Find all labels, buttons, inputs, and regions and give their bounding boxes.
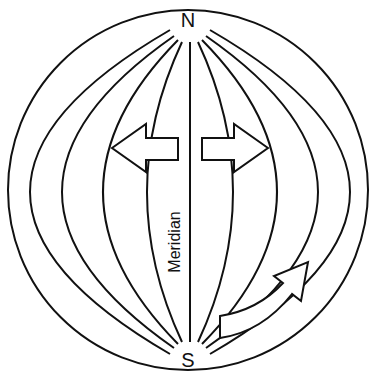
meridian-line — [210, 30, 350, 354]
pole-label: S — [181, 350, 194, 370]
meridian-line — [198, 42, 233, 342]
pole-label: N — [181, 10, 195, 30]
left-arrow — [112, 124, 178, 172]
central-meridian — [189, 42, 191, 342]
right-arrow — [202, 124, 268, 172]
meridian-line — [206, 36, 318, 348]
meridian-line — [62, 36, 174, 348]
meridian-label: Meridian — [167, 211, 183, 272]
meridian-line — [30, 30, 170, 354]
rotation-arrow — [220, 262, 308, 338]
globe-outline — [8, 10, 368, 370]
meridian-line — [147, 42, 182, 342]
